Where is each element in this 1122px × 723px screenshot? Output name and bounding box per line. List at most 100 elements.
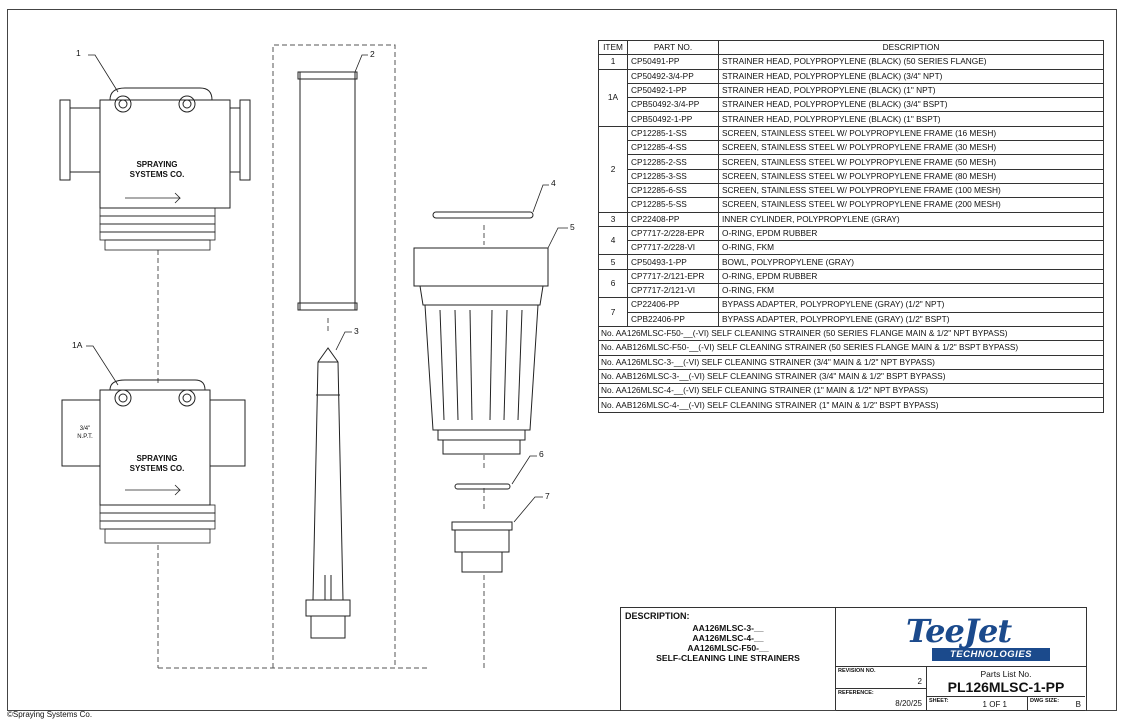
inner-cylinder xyxy=(305,347,351,639)
description-cell: O-RING, EPDM RUBBER xyxy=(718,268,1104,285)
reference-label: REFERENCE: xyxy=(838,690,874,696)
npt-label: 3/4" N.P.T. xyxy=(68,425,102,441)
head-1a-line2: SYSTEMS CO. xyxy=(129,464,185,473)
assembly-row: No. AAB126MLSC-3-__(-VI) SELF CLEANING S… xyxy=(598,368,1104,385)
dwg-size-value: B xyxy=(1075,700,1081,709)
screen-cylinder xyxy=(297,71,358,311)
description-cell: STRAINER HEAD, POLYPROPYLENE (BLACK) (3/… xyxy=(718,68,1104,84)
part-no-cell: CP7717-2/121-EPR xyxy=(627,268,719,285)
revision-cell: REVISION NO. 2 xyxy=(836,666,927,689)
header-item: ITEM xyxy=(598,39,628,56)
assembly-row: No. AA126MLSC-3-__(-VI) SELF CLEANING ST… xyxy=(598,354,1104,370)
part-no-cell: CP12285-4-SS xyxy=(627,140,719,156)
description-cell: O-RING, FKM xyxy=(718,240,1104,256)
part-no-cell: CP12285-2-SS xyxy=(627,154,719,170)
strainer-head-flange xyxy=(59,87,251,251)
description-cell: SCREEN, STAINLESS STEEL W/ POLYPROPYLENE… xyxy=(718,168,1104,184)
description-label: DESCRIPTION: xyxy=(625,611,690,621)
title-block: DESCRIPTION: AA126MLSC-3-__ AA126MLSC-4-… xyxy=(620,607,1087,711)
part-no-cell: CP50492-3/4-PP xyxy=(627,68,719,84)
item-cell: 1 xyxy=(598,54,628,70)
item-cell: 7 xyxy=(598,297,628,327)
description-cell: BOWL, POLYPROPYLENE (GRAY) xyxy=(718,254,1104,270)
description-cell: STRAINER HEAD, POLYPROPYLENE (BLACK) (3/… xyxy=(718,97,1104,113)
assembly-cell: No. AAB126MLSC-F50-__(-VI) SELF CLEANING… xyxy=(598,340,1104,356)
part-no-cell: CPB50492-1-PP xyxy=(627,111,719,127)
part-no-cell: CP12285-6-SS xyxy=(627,182,719,199)
callout-1a: 1A xyxy=(72,340,83,350)
parts-list-label: Parts List No. xyxy=(980,669,1032,679)
description-cell: O-RING, FKM xyxy=(718,283,1104,299)
part-no-cell: CPB50492-3/4-PP xyxy=(627,97,719,113)
assembly-row: No. AAB126MLSC-4-__(-VI) SELF CLEANING S… xyxy=(598,397,1104,413)
assembly-cell: No. AA126MLSC-4-__(-VI) SELF CLEANING ST… xyxy=(598,383,1104,399)
description-cell: STRAINER HEAD, POLYPROPYLENE (BLACK) (50… xyxy=(718,54,1104,70)
sheet-cell: SHEET: 1 OF 1 xyxy=(927,696,1028,711)
item-cell: 6 xyxy=(598,268,628,299)
assembly-cell: No. AA126MLSC-F50-__(-VI) SELF CLEANING … xyxy=(598,325,1104,342)
callout-2: 2 xyxy=(370,49,375,59)
item-cell: 2 xyxy=(598,125,628,213)
sheet-label: SHEET: xyxy=(929,698,949,704)
dwg-size-label: DWG SIZE: xyxy=(1030,698,1060,704)
o-ring-small xyxy=(454,483,511,490)
reference-cell: REFERENCE: 8/20/25 xyxy=(836,688,927,711)
logo-text: TeeJet xyxy=(906,612,1012,650)
header-description: DESCRIPTION xyxy=(718,39,1104,56)
npt-size: 3/4" xyxy=(79,426,91,432)
callout-1: 1 xyxy=(76,48,81,58)
description-cell: BYPASS ADAPTER, POLYPROPYLENE (GRAY) (1/… xyxy=(718,297,1104,313)
part-no-cell: CP22406-PP xyxy=(627,297,719,313)
description-cell: BYPASS ADAPTER, POLYPROPYLENE (GRAY) (1/… xyxy=(718,311,1104,327)
description-line: AA126MLSC-3-__ xyxy=(692,623,764,633)
item-cell: 1A xyxy=(598,68,628,127)
assembly-cell: No. AAB126MLSC-3-__(-VI) SELF CLEANING S… xyxy=(598,368,1104,385)
part-no-cell: CP7717-2/228-VI xyxy=(627,240,719,256)
description-lines: AA126MLSC-3-__ AA126MLSC-4-__ AA126MLSC-… xyxy=(621,623,835,663)
parts-list-number: PL126MLSC-1-PP xyxy=(947,679,1065,695)
callout-3: 3 xyxy=(354,326,359,336)
dwg-size-cell: DWG SIZE: B xyxy=(1028,696,1085,711)
callout-7: 7 xyxy=(545,491,550,501)
description-cell: STRAINER HEAD, POLYPROPYLENE (BLACK) (1"… xyxy=(718,82,1104,99)
logo-subtitle: TECHNOLOGIES xyxy=(932,648,1050,661)
description-line: SELF-CLEANING LINE STRAINERS xyxy=(656,653,800,663)
description-cell: SCREEN, STAINLESS STEEL W/ POLYPROPYLENE… xyxy=(718,182,1104,199)
assembly-row: No. AAB126MLSC-F50-__(-VI) SELF CLEANING… xyxy=(598,340,1104,356)
drawing-frame xyxy=(7,9,1117,711)
header-part-no: PART NO. xyxy=(627,39,719,56)
revision-value: 2 xyxy=(917,677,922,686)
item-cell: 4 xyxy=(598,225,628,256)
company-logo: TeeJet TECHNOLOGIES xyxy=(836,608,1086,667)
part-no-cell: CP12285-5-SS xyxy=(627,197,719,213)
part-no-cell: CP12285-1-SS xyxy=(627,125,719,142)
description-box: DESCRIPTION: AA126MLSC-3-__ AA126MLSC-4-… xyxy=(621,608,836,710)
part-no-cell: CP50493-1-PP xyxy=(627,254,719,270)
npt-type: N.P.T. xyxy=(77,434,93,440)
part-no-cell: CP22408-PP xyxy=(627,211,719,227)
head-1-embossed-text: SPRAYING SYSTEMS CO. xyxy=(122,160,192,180)
description-cell: SCREEN, STAINLESS STEEL W/ POLYPROPYLENE… xyxy=(718,125,1104,142)
callout-6: 6 xyxy=(539,449,544,459)
head-1-line2: SYSTEMS CO. xyxy=(129,170,185,179)
description-cell: STRAINER HEAD, POLYPROPYLENE (BLACK) (1"… xyxy=(718,111,1104,127)
